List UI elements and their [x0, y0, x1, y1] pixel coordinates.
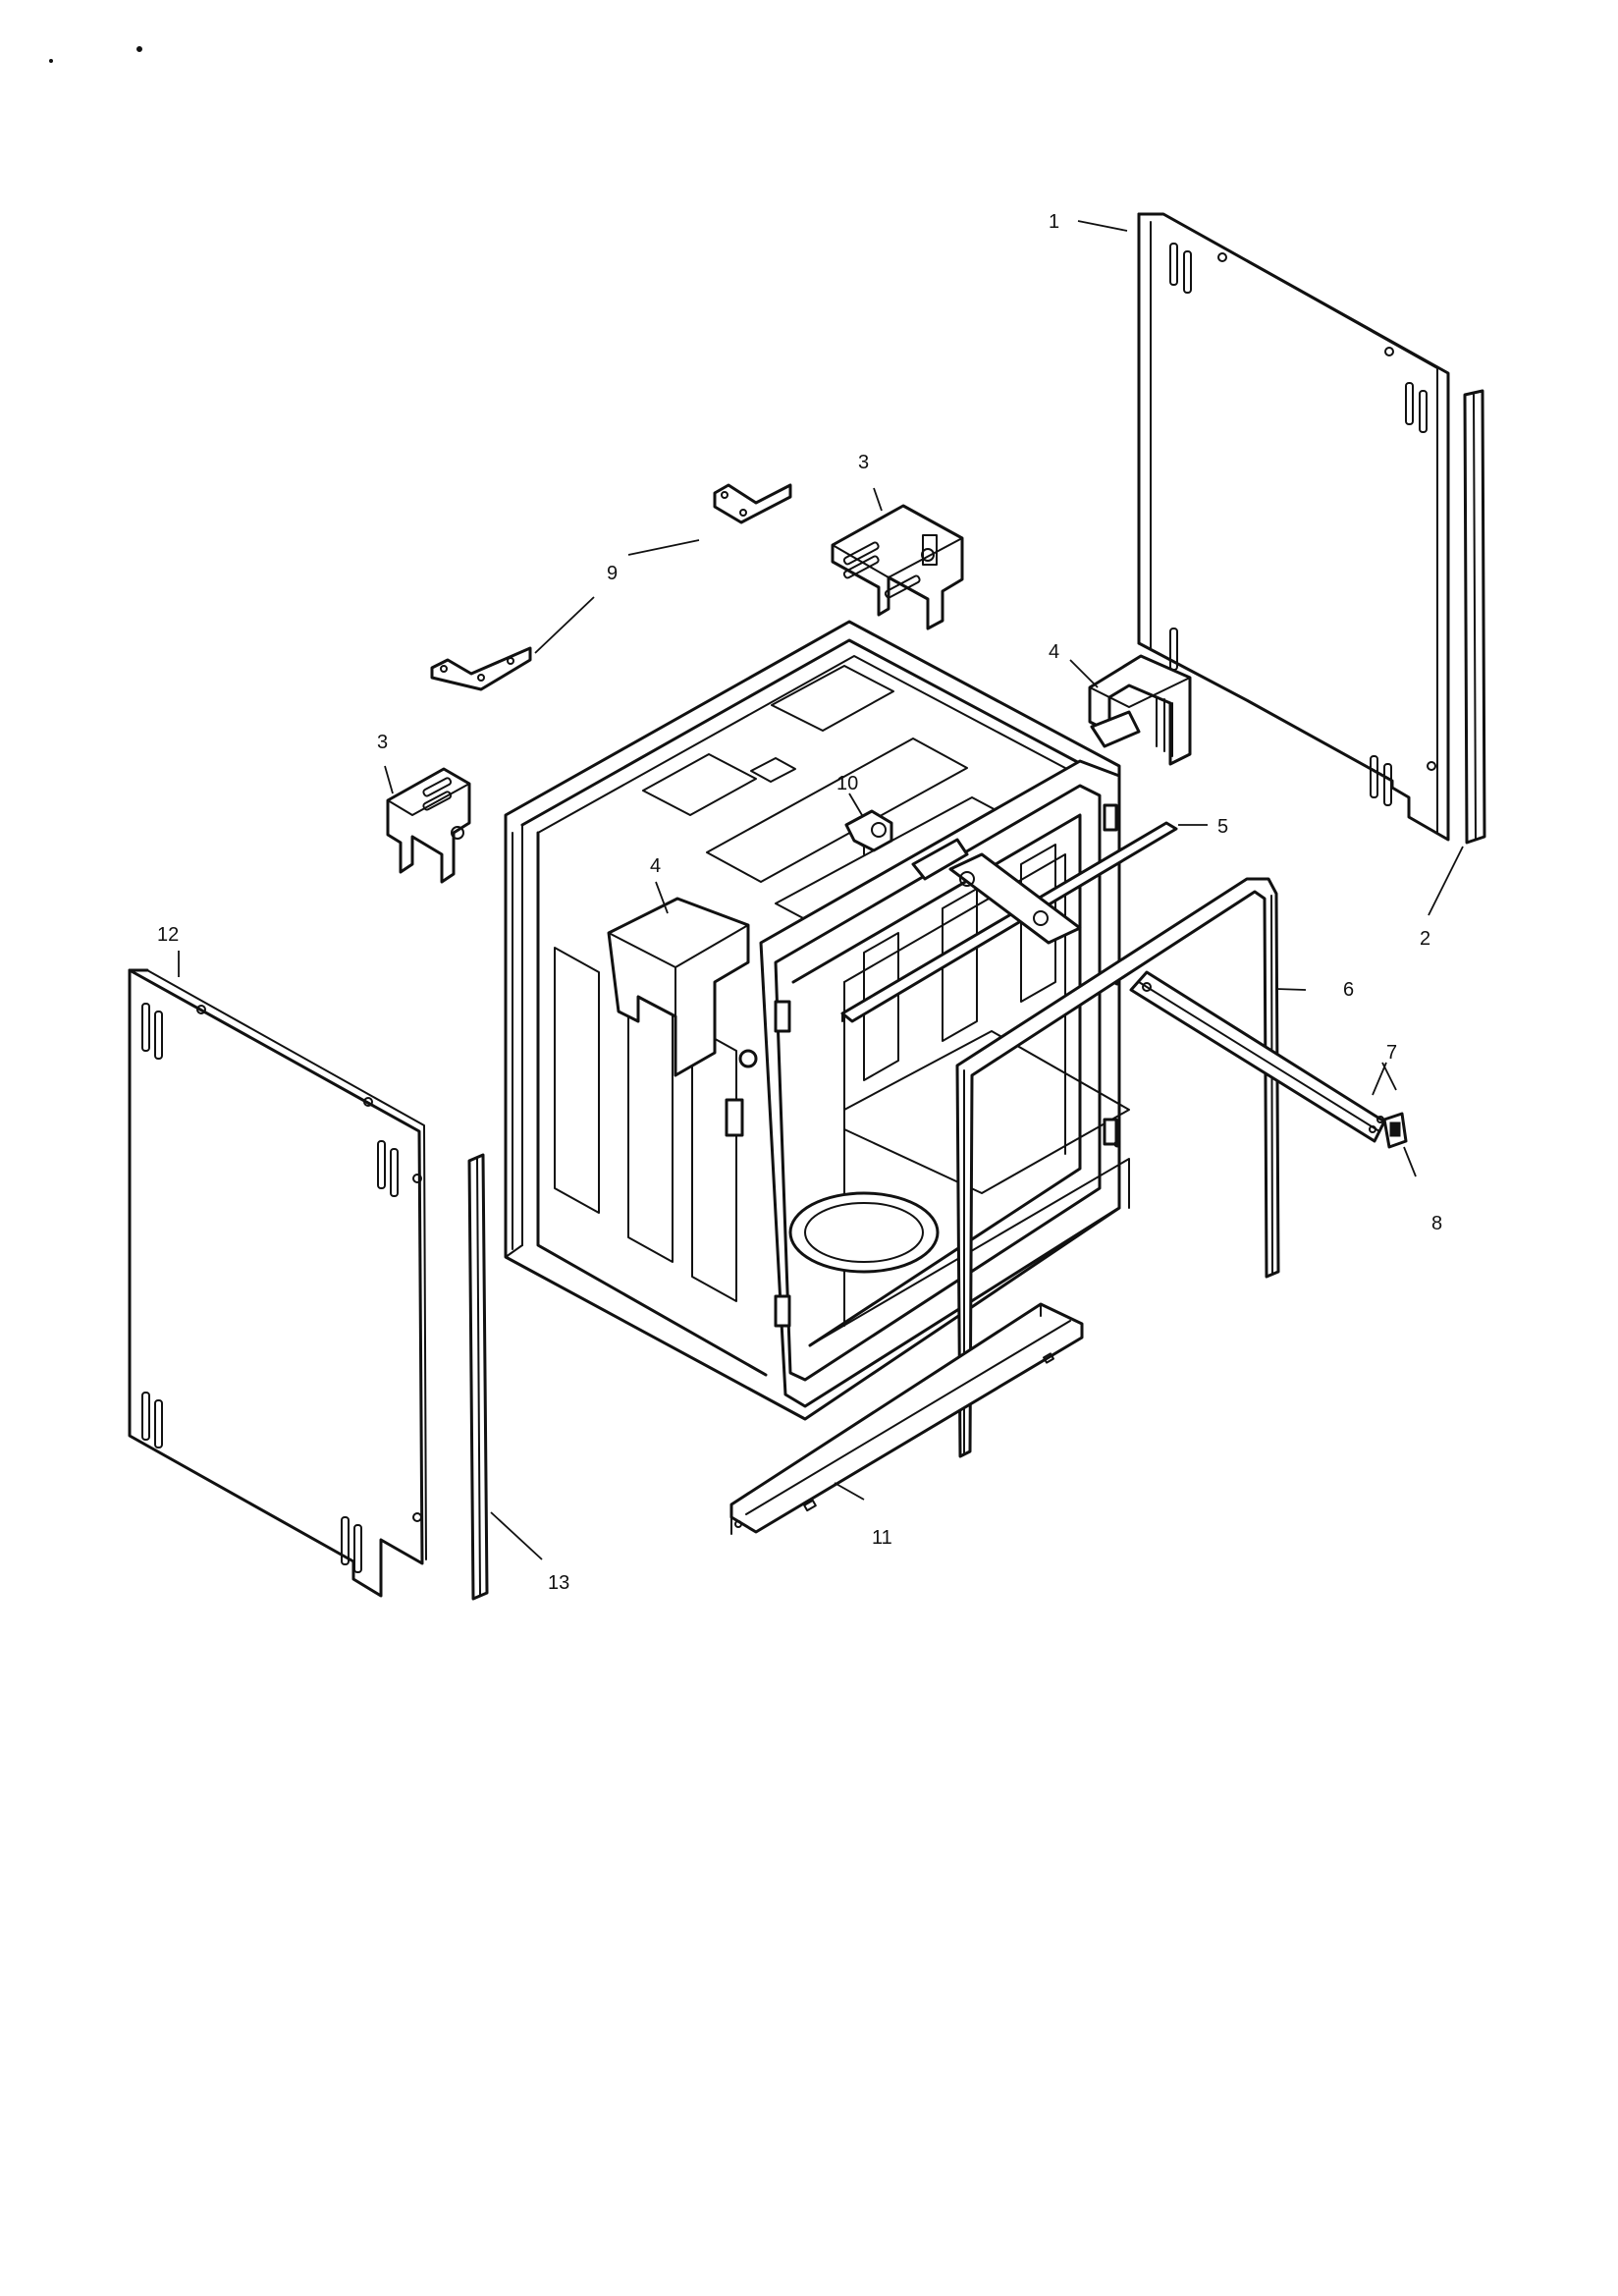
scan-specks	[49, 46, 142, 63]
end-cap	[1382, 1112, 1408, 1149]
callout-12: 12	[157, 924, 179, 946]
callout-5: 5	[1217, 816, 1228, 838]
callout-7: 7	[1386, 1042, 1397, 1064]
upper-clip	[1088, 654, 1192, 766]
callout-1: 1	[1049, 211, 1059, 233]
callout-10: 10	[836, 773, 858, 794]
latch	[844, 809, 893, 855]
hinge-plate	[911, 838, 1082, 945]
plate-lower	[430, 646, 532, 691]
callout-13: 13	[548, 1572, 569, 1594]
callout-3-upper: 3	[858, 452, 869, 473]
bottom-rail	[729, 1302, 1084, 1535]
upper-bracket	[831, 504, 964, 630]
side-clip	[607, 897, 750, 1077]
left-side-panel	[128, 968, 427, 1598]
left-trim-strip	[467, 1153, 489, 1601]
callout-8: 8	[1431, 1213, 1442, 1234]
callout-4-upper: 4	[1049, 641, 1059, 663]
callout-11: 11	[872, 1527, 892, 1549]
callout-6: 6	[1343, 979, 1354, 1001]
callout-3-left: 3	[377, 732, 388, 753]
upper-rail	[840, 821, 1178, 1023]
right-trim-strip	[1463, 389, 1486, 845]
callout-labels: 1 2 3 3 4 4 5 6 7 8 9 10 11 12 13	[157, 211, 1442, 1594]
leader-lines	[178, 220, 1464, 1560]
right-side-panel	[1137, 212, 1450, 842]
callout-9: 9	[607, 563, 618, 584]
callout-4-tub: 4	[650, 855, 661, 877]
callout-2: 2	[1420, 928, 1430, 950]
left-bracket	[386, 767, 471, 884]
plate-upper	[713, 483, 792, 524]
